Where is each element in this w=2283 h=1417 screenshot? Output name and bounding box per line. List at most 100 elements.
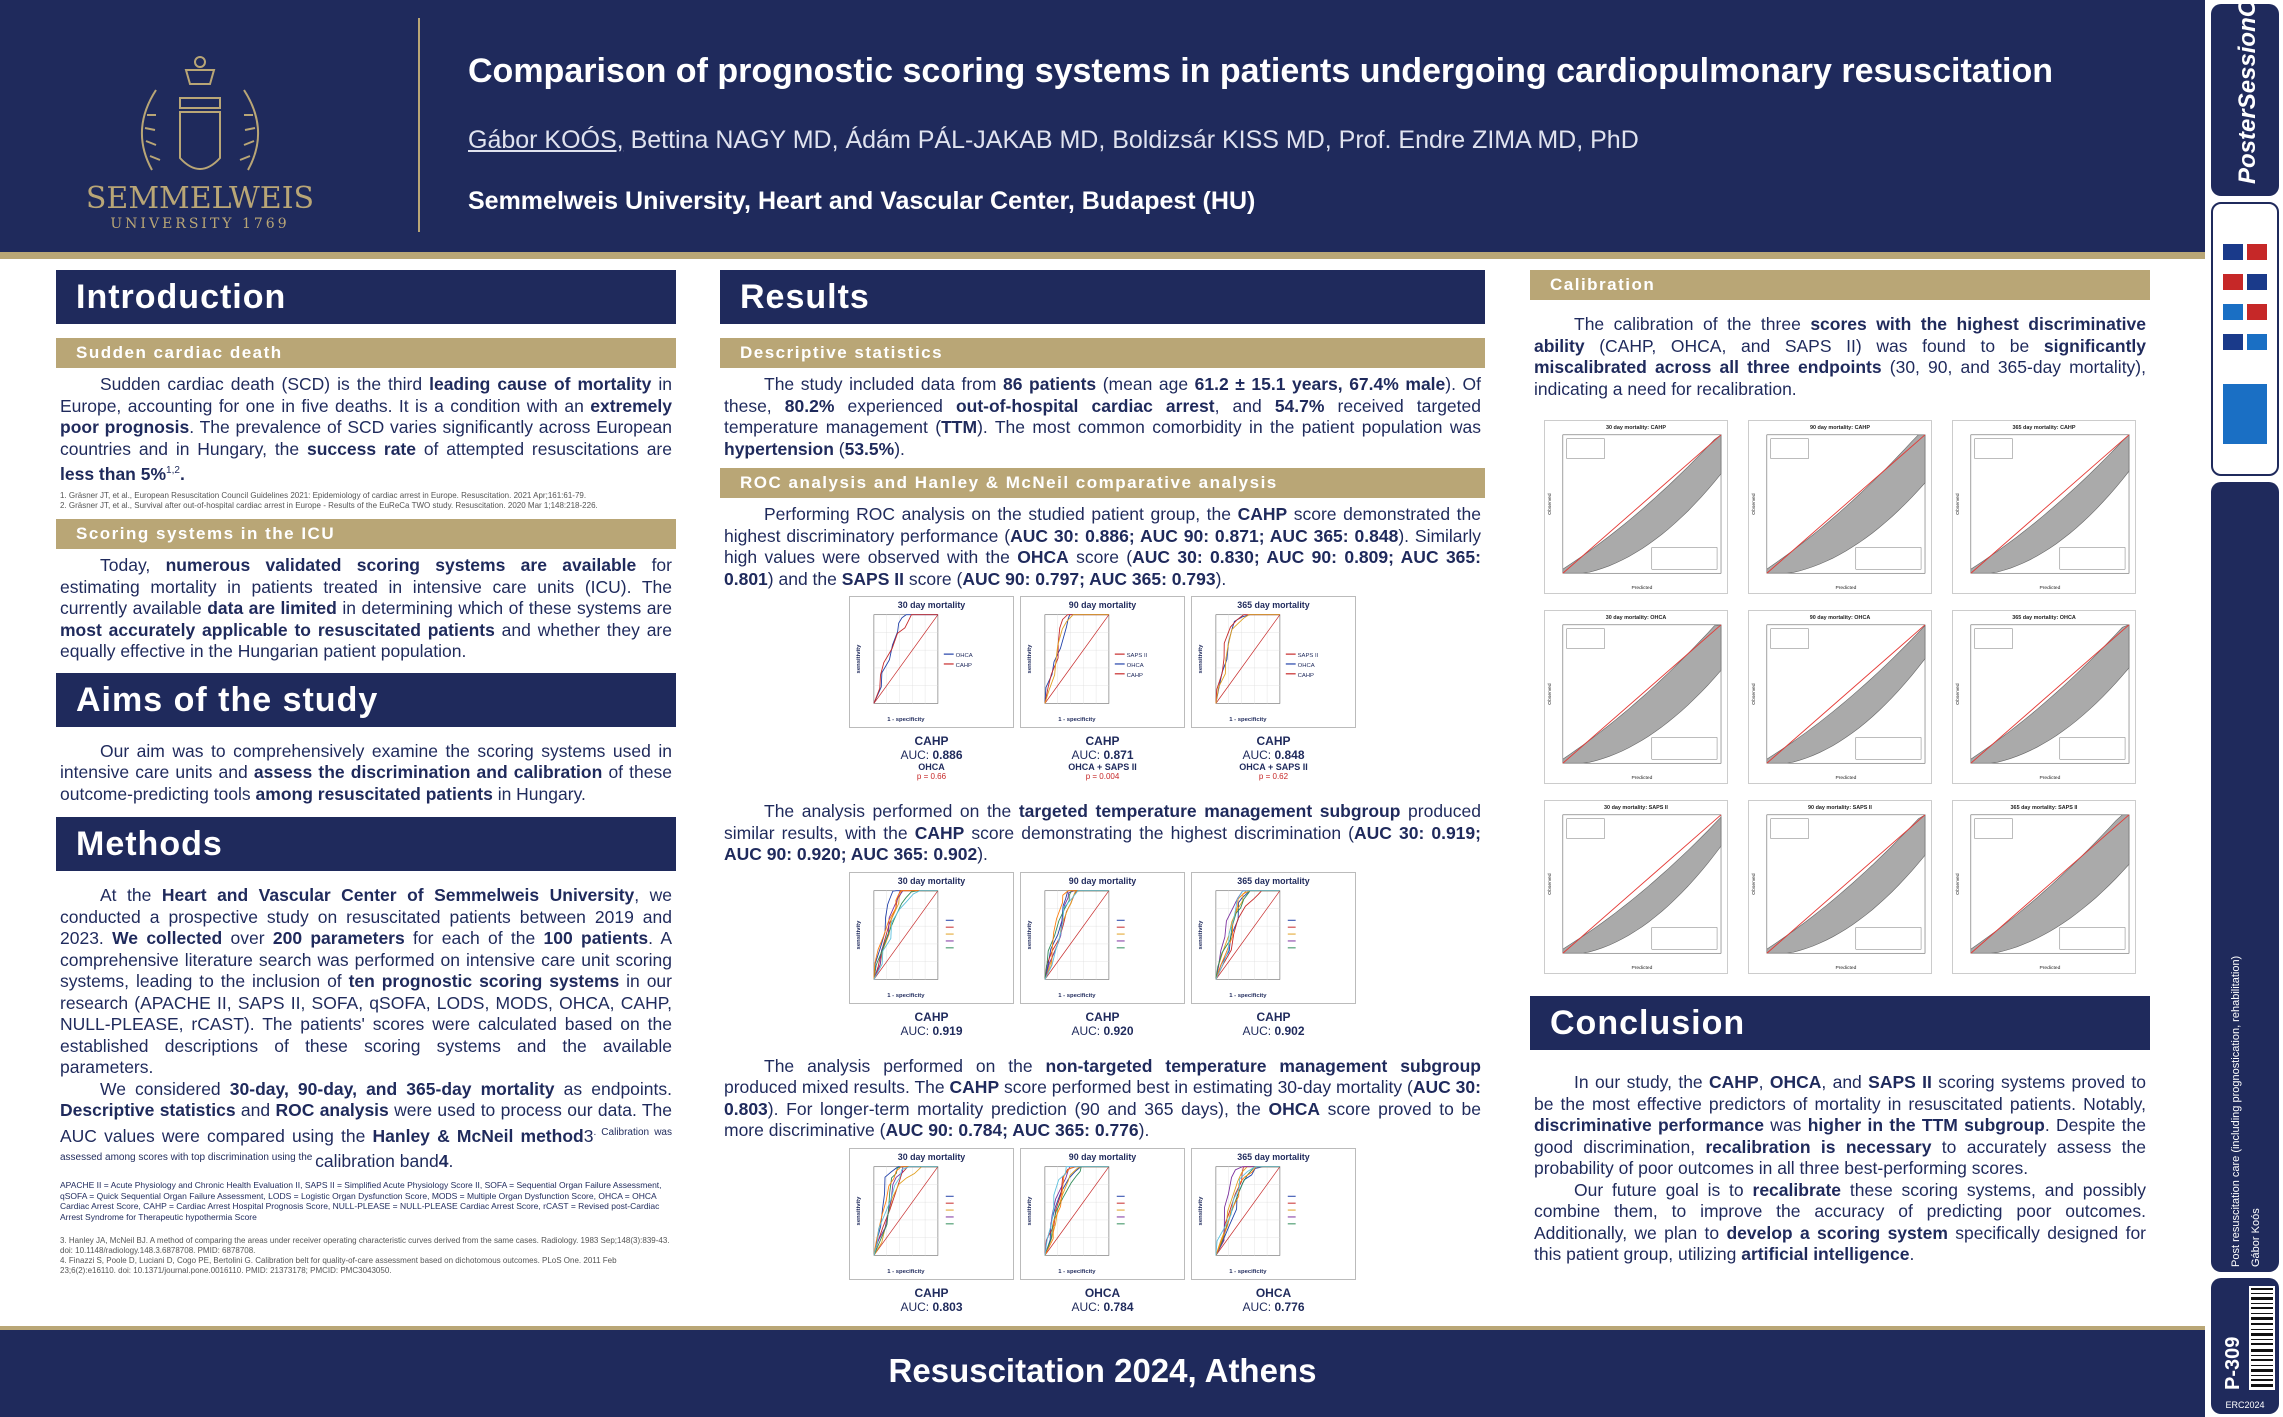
roc-title: 90 day mortality (1069, 875, 1137, 885)
calibration-title: 90 day mortality: SAPS II (1808, 805, 1872, 811)
y-axis-label: Observed (1547, 683, 1553, 705)
footer-gold-stripe (0, 1326, 2205, 1331)
auc-label: AUC: (1071, 748, 1104, 762)
bisector-line (1766, 434, 1926, 574)
header-divider (418, 18, 420, 232)
x-axis-label: 1 - specificity (1058, 1269, 1096, 1275)
co-authors: Bettina NAGY MD, Ádám PÁL-JAKAB MD, Bold… (623, 126, 1639, 154)
text-run: these scoring systems, and possibly comb… (1534, 1179, 2146, 1243)
results-paragraph-2: Performing ROC analysis on the studied p… (720, 504, 1485, 590)
x-axis-label: 1 - specificity (1229, 717, 1267, 723)
bold-text: non-targeted temperature management subg… (1045, 1055, 1481, 1076)
x-axis-label: Predicted (2040, 965, 2061, 971)
author-list: Gábor KOÓS, Bettina NAGY MD, Ádám PÁL-JA… (468, 126, 1639, 155)
scoring-systems-subheading: Scoring systems in the ICU (56, 519, 676, 550)
roc-curve (1215, 1165, 1280, 1255)
methods-references: 3. Hanley JA, McNeil BJ. A method of com… (56, 1230, 676, 1284)
text-run: calibration band (315, 1150, 439, 1171)
plot-frame (1562, 434, 1722, 574)
text-run: . The prevalence of SCD varies significa… (60, 417, 672, 459)
bold-text: We collected (112, 928, 223, 949)
bold-text: recalibrate (1752, 1179, 1842, 1200)
x-axis-label: 1 - specificity (1229, 993, 1267, 999)
bold-text: AUC 30: 0.830; AUC 90: 0.809; AUC 365: 0… (724, 547, 1481, 589)
reference-3: 3. Hanley JA, McNeil BJ. A method of com… (60, 1236, 670, 1256)
text-run: . A comprehensive literature search was … (60, 928, 672, 992)
text-run: (CAHP, OHCA, and SAPS II) was found to b… (1584, 335, 2044, 356)
text-run: The calibration of the three (1574, 314, 1811, 334)
bold-text: CAHP (1237, 504, 1288, 524)
header-gold-stripe (0, 252, 2205, 259)
auc-label: AUC: (1242, 1023, 1275, 1038)
text-run: score proved to be more discriminative ( (724, 1098, 1481, 1141)
roc-curve (873, 889, 938, 980)
band-legend (2059, 547, 2126, 570)
legend-label: CAHP (1127, 673, 1143, 679)
test-box (1566, 438, 1605, 459)
roc-score-label: CAHP (1085, 734, 1120, 748)
calibration-plot: 90 day mortality: SAPS IIPredictedObserv… (1748, 800, 1932, 974)
test-box (1770, 628, 1809, 649)
calibration-title: 90 day mortality: OHCA (1810, 615, 1871, 621)
text-run: as endpoints. (554, 1078, 672, 1099)
x-axis-label: Predicted (2040, 775, 2061, 781)
results-paragraph-1: The study included data from 86 patients… (720, 374, 1485, 460)
comparison-label: OHCA + SAPS II (1068, 762, 1137, 772)
auc-value: 0.886 (932, 748, 963, 762)
text-run: score ( (1068, 547, 1133, 567)
semmelweis-logo: SEMMELWEIS UNIVERSITY 1769 (86, 56, 314, 230)
roc-title: 30 day mortality (898, 875, 966, 885)
bold-text: targeted temperature management subgroup (1018, 801, 1401, 821)
bold-text: out-of-hospital cardiac arrest (955, 395, 1215, 416)
conclusion-heading: Conclusion (1530, 996, 2150, 1050)
text-run: In our study, the (1574, 1072, 1710, 1092)
conference-name: Resuscitation 2024, Athens (888, 1352, 1317, 1389)
bold-text: leading cause of mortality (429, 374, 652, 394)
reference-diagonal (873, 890, 939, 980)
bold-text: recalibration is necessary (1705, 1136, 1932, 1157)
bold-text: develop a scoring system (1726, 1222, 1948, 1243)
calibration-title: 90 day mortality: CAHP (1810, 425, 1870, 431)
reference-diagonal (1044, 614, 1110, 704)
roc-title: 90 day mortality (1069, 600, 1137, 610)
y-axis-label: Observed (1751, 493, 1757, 515)
text-run: . Despite the good discrimination, (1534, 1115, 2146, 1157)
bold-text: less than 5% (60, 463, 167, 484)
y-axis-label: Observed (1955, 873, 1961, 895)
x-axis-label: 1 - specificity (1058, 993, 1096, 999)
bold-text: discriminative performance (1534, 1115, 1764, 1135)
conclusion-paragraph-2: Our future goal is to recalibrate these … (1530, 1180, 2150, 1266)
bold-text: AUC 90: 0.797; AUC 365: 0.793 (962, 568, 1216, 589)
roc-score-label: CAHP (1085, 1009, 1120, 1024)
y-axis-label: sensitivity (1198, 644, 1204, 674)
band-legend (1855, 547, 1922, 570)
calibration-title: 30 day mortality: OHCA (1606, 615, 1667, 621)
text-run: ). The most common comorbidity in the pa… (977, 417, 1481, 437)
auc-label: AUC: (1071, 1023, 1104, 1038)
y-axis-label: sensitivity (1198, 919, 1204, 949)
erc-flags-logo (2211, 202, 2279, 476)
x-axis-label: Predicted (1836, 965, 1857, 971)
reference-diagonal (1044, 1166, 1110, 1256)
postersession-logo[interactable]: PosterSessionOnline (2211, 0, 2279, 196)
text-run: score demonstrating the highest discrimi… (964, 822, 1354, 843)
test-box (1566, 818, 1605, 839)
svg-text:ERC2024: ERC2024 (2225, 1400, 2264, 1410)
text-run: (30, 90, and 365-day mortality), indicat… (1534, 357, 2146, 399)
bold-text: scores with the highest discriminative a… (1534, 314, 2146, 356)
text-run: ). Of these, (724, 374, 1482, 416)
x-axis-label: Predicted (1632, 585, 1653, 591)
descriptive-statistics-subheading: Descriptive statistics (720, 338, 1485, 368)
affiliation: Semmelweis University, Heart and Vascula… (468, 187, 1256, 215)
reference-diagonal (1215, 1166, 1281, 1256)
